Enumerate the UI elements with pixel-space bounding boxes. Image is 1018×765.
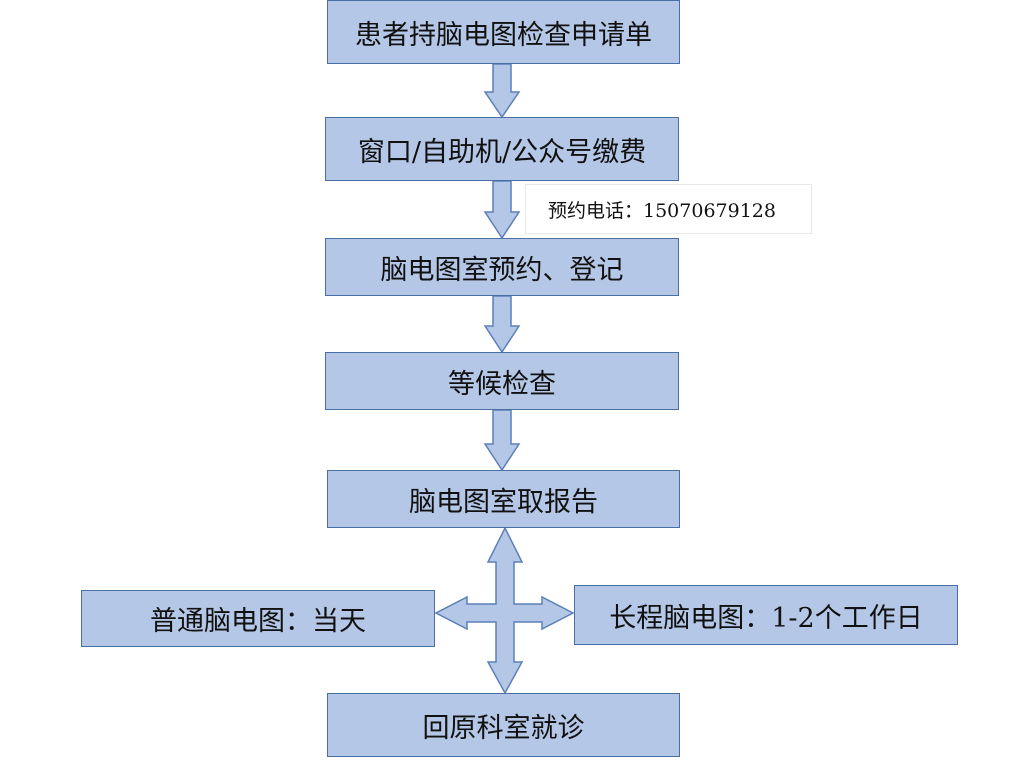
step-get-report-label: 脑电图室取报告 [409,486,598,518]
arrow-step3-to-step4 [483,295,521,354]
arrow-step4-to-step5 [483,409,521,472]
step-request-form-label: 患者持脑电图检查申请单 [355,19,652,51]
step-get-report: 脑电图室取报告 [327,470,680,528]
arrow-step2-to-step3 [483,180,521,240]
long-term-eeg-timing: 长程脑电图：1-2个工作日 [574,585,958,645]
routine-eeg-timing-label: 普通脑电图：当天 [150,606,366,637]
step-request-form: 患者持脑电图检查申请单 [327,0,680,64]
appointment-phone-label: 预约电话：15070679128 [548,199,776,222]
appointment-phone-note: 预约电话：15070679128 [525,184,812,234]
step-return-department-label: 回原科室就诊 [422,712,585,744]
step-payment-label: 窗口/自助机/公众号缴费 [357,136,647,168]
step-appointment-registration-label: 脑电图室预约、登记 [380,254,624,286]
step-wait-exam: 等候检查 [325,352,679,410]
step-return-department: 回原科室就诊 [327,693,680,757]
four-way-arrow [434,526,575,695]
step-payment: 窗口/自助机/公众号缴费 [325,117,679,181]
long-term-eeg-timing-label: 长程脑电图：1-2个工作日 [609,602,923,634]
step-appointment-registration: 脑电图室预约、登记 [325,238,679,296]
routine-eeg-timing: 普通脑电图：当天 [81,590,435,647]
arrow-step1-to-step2 [483,63,521,119]
step-wait-exam-label: 等候检查 [448,368,556,400]
